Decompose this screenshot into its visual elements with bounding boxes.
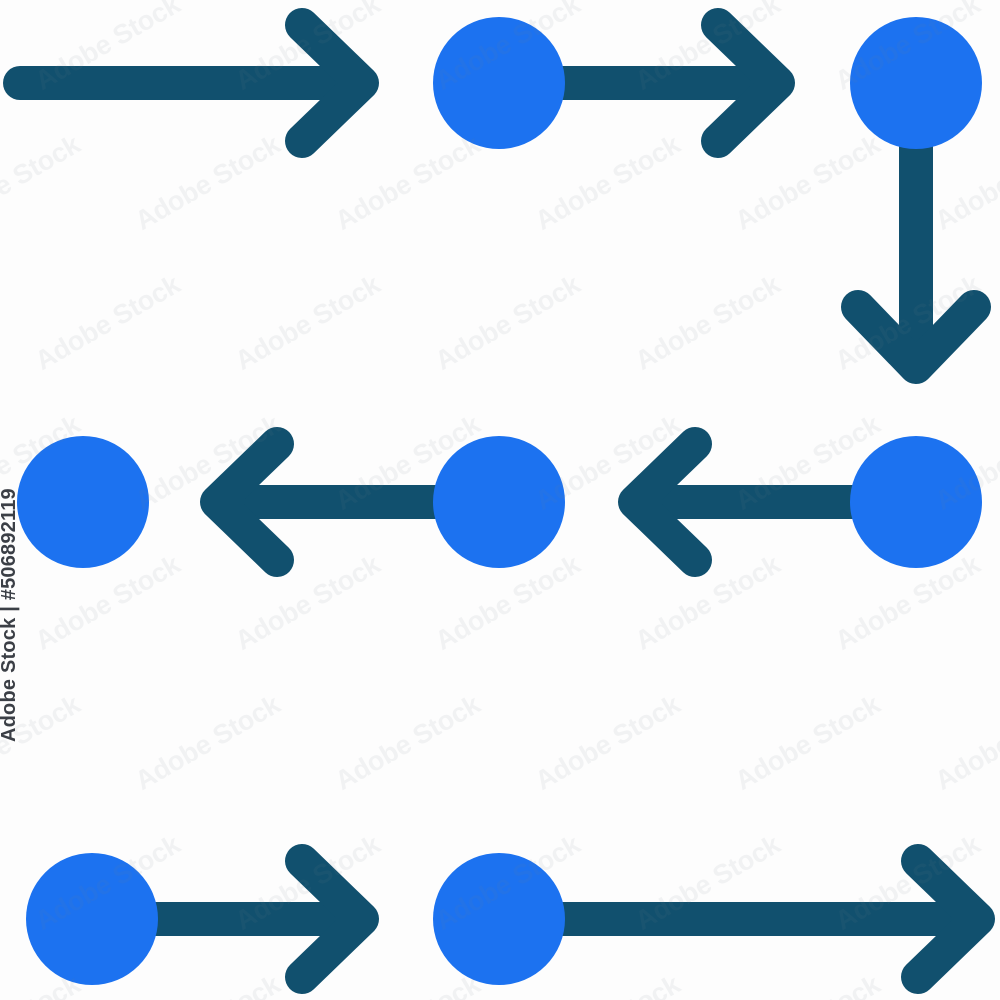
node-circle[interactable] [433, 436, 565, 568]
arrow-right-icon [499, 844, 995, 994]
node-circle[interactable] [850, 17, 982, 149]
node-circle[interactable] [433, 853, 565, 985]
arrow-head [285, 844, 379, 994]
arrow-right-icon [3, 8, 379, 158]
arrow-head [701, 8, 795, 158]
arrow-head [200, 427, 294, 577]
node-circle[interactable] [26, 853, 158, 985]
node-circle[interactable] [433, 17, 565, 149]
arrow-head [618, 427, 712, 577]
arrow-head [901, 844, 995, 994]
arrow-head [285, 8, 379, 158]
node-circle[interactable] [17, 436, 149, 568]
node-circle[interactable] [850, 436, 982, 568]
arrow-head [841, 290, 991, 384]
